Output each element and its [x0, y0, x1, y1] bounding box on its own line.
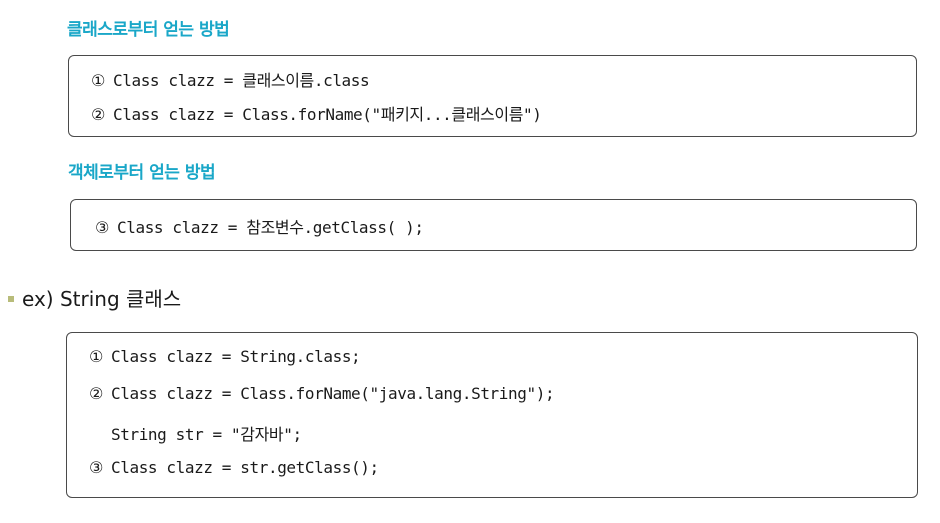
heading-from-class: 클래스로부터 얻는 방법 [67, 20, 230, 40]
code-line: ② Class clazz = Class.forName("패키지...클래스이… [91, 101, 542, 125]
code-line: ② Class clazz = Class.forName("java.lang.… [89, 384, 555, 403]
code-line: ① Class clazz = String.class; [89, 347, 361, 366]
step-number: ③ [95, 218, 109, 237]
code-text: Class clazz = 참조변수.getClass( ); [117, 218, 424, 237]
step-number: ② [89, 384, 103, 403]
code-text: Class clazz = 클래스이름.class [113, 71, 370, 90]
code-box-example: ① Class clazz = String.class; ② Class claz… [66, 332, 918, 498]
code-text: Class clazz = Class.forName("패키지...클래스이름… [113, 105, 542, 124]
code-line: String str = "감자바"; [89, 421, 302, 445]
code-text: Class clazz = str.getClass(); [111, 458, 379, 477]
heading-from-object: 객체로부터 얻는 방법 [68, 163, 216, 183]
example-bullet-text: ex) String 클래스 [22, 287, 182, 311]
code-box-from-object: ③ Class clazz = 참조변수.getClass( ); [70, 199, 917, 251]
step-number: ① [89, 347, 103, 366]
step-number: ② [91, 105, 105, 124]
example-bullet: ex) String 클래스 [8, 283, 181, 312]
step-number: ① [91, 71, 105, 90]
code-line: ③ Class clazz = 참조변수.getClass( ); [95, 214, 424, 238]
code-box-from-class: ① Class clazz = 클래스이름.class ② Class clazz … [68, 55, 917, 137]
step-number: ③ [89, 458, 103, 477]
bullet-square-icon [8, 295, 14, 302]
code-text: Class clazz = Class.forName("java.lang.S… [111, 384, 555, 403]
code-line: ① Class clazz = 클래스이름.class [91, 67, 370, 91]
code-line: ③ Class clazz = str.getClass(); [89, 458, 379, 477]
code-text: Class clazz = String.class; [111, 347, 361, 366]
code-text: String str = "감자바"; [111, 425, 302, 444]
